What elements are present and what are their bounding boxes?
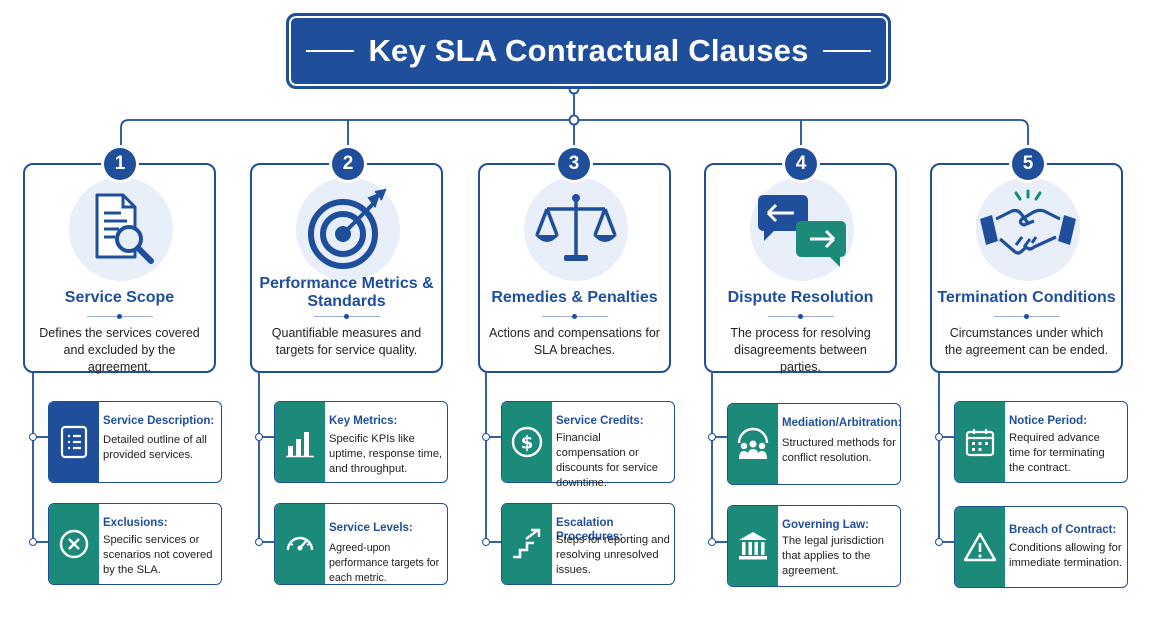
sub-card-title: Service Levels: bbox=[329, 522, 413, 534]
sub-card-title: Service Description: bbox=[103, 415, 215, 427]
connector-dot bbox=[708, 538, 716, 546]
connector-dot bbox=[708, 433, 716, 441]
connector-dot bbox=[482, 433, 490, 441]
warning-icon bbox=[955, 507, 1005, 587]
document-search-icon bbox=[69, 177, 173, 281]
card-divider bbox=[542, 314, 608, 319]
courthouse-icon bbox=[728, 506, 778, 586]
sub-card-text: Specific KPIs like uptime, response time… bbox=[329, 433, 443, 475]
connector-dot bbox=[935, 433, 943, 441]
checklist-icon bbox=[49, 402, 99, 482]
sub-card-service-levels: Service Levels: Agreed-upon performance … bbox=[274, 503, 448, 585]
sub-card-service-credits: $ Service Credits: Financial compensatio… bbox=[501, 401, 675, 489]
card-title: Termination Conditions bbox=[937, 289, 1116, 306]
sub-card-service-description: Service Description: Detailed outline of… bbox=[48, 401, 222, 483]
sub-card-key-metrics: Key Metrics: Specific KPIs like uptime, … bbox=[274, 401, 448, 483]
clause-card-dispute-resolution: Dispute Resolution The process for resol… bbox=[704, 163, 897, 374]
card-title: Remedies & Penalties bbox=[491, 289, 658, 306]
card-description: Actions and compensations for SLA breach… bbox=[489, 326, 660, 357]
step-number-4: 4 bbox=[785, 148, 817, 180]
clause-card-termination-conditions: Termination Conditions Circumstances und… bbox=[930, 163, 1123, 373]
card-description: Defines the services covered and exclude… bbox=[39, 326, 200, 374]
sub-card-text: The legal jurisdiction that applies to t… bbox=[782, 535, 884, 577]
target-icon bbox=[296, 177, 400, 281]
bar-chart-icon bbox=[275, 402, 325, 482]
step-number-5: 5 bbox=[1012, 148, 1044, 180]
svg-text:$: $ bbox=[521, 433, 534, 454]
sub-card-title: Service Credits: bbox=[556, 415, 644, 427]
card-title: Dispute Resolution bbox=[727, 289, 874, 306]
sub-card-title: Governing Law: bbox=[782, 519, 869, 531]
sub-card-escalation-procedures: Escalation Procedures: Steps for reporti… bbox=[501, 503, 675, 585]
step-number-2: 2 bbox=[332, 148, 364, 180]
sub-card-text: Specific services or scenarios not cover… bbox=[103, 534, 213, 576]
card-description: Circumstances under which the agreement … bbox=[944, 326, 1109, 357]
step-number-3: 3 bbox=[558, 148, 590, 180]
sub-card-notice-period: Notice Period: Required advance time for… bbox=[954, 401, 1128, 483]
dollar-icon: $ bbox=[502, 402, 552, 482]
sub-card-text: Required advance time for terminating th… bbox=[1009, 432, 1105, 474]
clause-card-performance-metrics: Performance Metrics & Standards Quantifi… bbox=[250, 163, 443, 373]
card-description: Quantifiable measures and targets for se… bbox=[271, 326, 422, 357]
card-divider bbox=[87, 314, 153, 319]
sub-card-governing-law: Governing Law: The legal jurisdiction th… bbox=[727, 505, 901, 587]
sub-card-text: Detailed outline of all provided service… bbox=[103, 434, 207, 461]
sub-card-title: Exclusions: bbox=[103, 517, 168, 529]
sub-card-text: Financial compensation or discounts for … bbox=[556, 432, 658, 489]
sub-card-title: Mediation/Arbitration: bbox=[782, 417, 902, 429]
sub-card-mediation-arbitration: Mediation/Arbitration: Structured method… bbox=[727, 403, 901, 485]
title-rule-left bbox=[306, 50, 355, 52]
sub-card-text: Agreed-upon performance targets for each… bbox=[329, 542, 440, 584]
clause-card-remedies-penalties: Remedies & Penalties Actions and compens… bbox=[478, 163, 671, 373]
card-divider bbox=[768, 314, 834, 319]
card-title: Service Scope bbox=[64, 289, 175, 306]
calendar-icon bbox=[955, 402, 1005, 482]
sub-card-exclusions: Exclusions: Specific services or scenari… bbox=[48, 503, 222, 585]
sub-card-title: Escalation Procedures: bbox=[556, 517, 624, 543]
stairs-arrow-icon bbox=[502, 504, 552, 584]
connector-dot bbox=[255, 433, 263, 441]
sub-card-text: Conditions allowing for immediate termin… bbox=[1009, 542, 1123, 569]
gauge-icon bbox=[275, 504, 325, 584]
card-description: The process for resolving disagreements … bbox=[730, 326, 871, 374]
sub-card-text: Structured methods for conflict resoluti… bbox=[782, 437, 896, 464]
step-number-1: 1 bbox=[104, 148, 136, 180]
connector-dot bbox=[255, 538, 263, 546]
broken-handshake-icon bbox=[976, 177, 1080, 281]
card-divider bbox=[314, 314, 380, 319]
people-group-icon bbox=[728, 404, 778, 484]
title-rule-right bbox=[822, 50, 871, 52]
sub-card-title: Notice Period: bbox=[1009, 415, 1087, 427]
page-title: Key SLA Contractual Clauses bbox=[368, 33, 809, 68]
card-divider bbox=[994, 314, 1060, 319]
card-title: Performance Metrics & Standards bbox=[259, 275, 434, 310]
connector-dot bbox=[29, 538, 37, 546]
title-banner: Key SLA Contractual Clauses bbox=[286, 13, 891, 89]
connector-dot bbox=[482, 538, 490, 546]
sub-card-title: Breach of Contract: bbox=[1009, 524, 1117, 536]
connector-dot bbox=[29, 433, 37, 441]
clause-card-service-scope: Service Scope Defines the services cover… bbox=[23, 163, 216, 374]
sub-card-title: Key Metrics: bbox=[329, 415, 398, 427]
speech-bubbles-icon bbox=[750, 177, 854, 281]
scales-icon bbox=[524, 177, 628, 281]
connector-dot bbox=[935, 538, 943, 546]
sub-card-text: Steps for reporting and resolving unreso… bbox=[556, 534, 670, 576]
x-circle-icon bbox=[49, 504, 99, 584]
sub-card-breach-of-contract: Breach of Contract: Conditions allowing … bbox=[954, 506, 1128, 588]
